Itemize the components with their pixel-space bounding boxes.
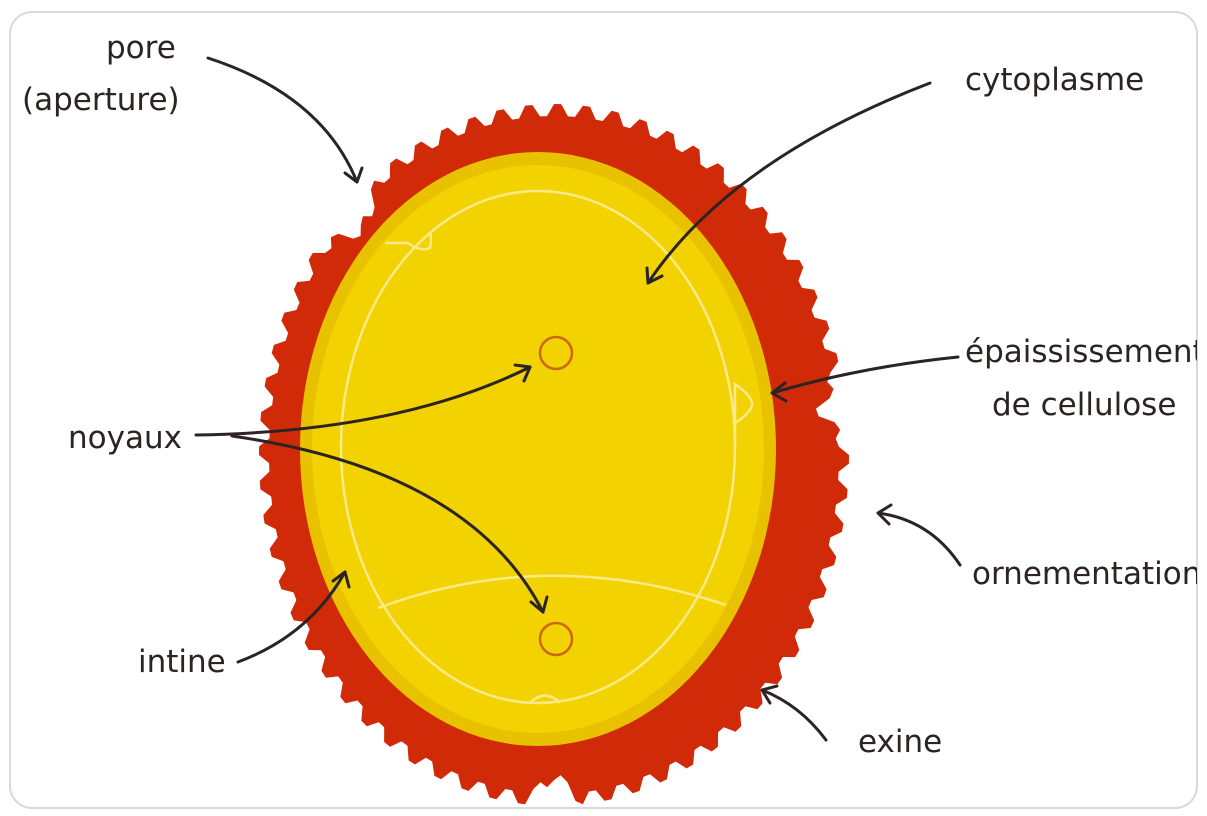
label-aperture: (aperture) bbox=[22, 82, 180, 118]
label-epaississement: épaississement bbox=[965, 334, 1205, 370]
label-exine: exine bbox=[858, 724, 942, 760]
nucleus-generative bbox=[540, 623, 572, 655]
label-ornementation: ornementation bbox=[972, 556, 1201, 592]
nucleus-vegetative bbox=[540, 337, 572, 369]
label-pore: pore bbox=[106, 30, 176, 66]
label-intine: intine bbox=[138, 644, 226, 680]
label-de-cellulose: de cellulose bbox=[992, 387, 1176, 423]
label-noyaux: noyaux bbox=[68, 420, 182, 456]
cytoplasm-region bbox=[312, 165, 764, 733]
label-cytoplasme: cytoplasme bbox=[965, 62, 1144, 98]
